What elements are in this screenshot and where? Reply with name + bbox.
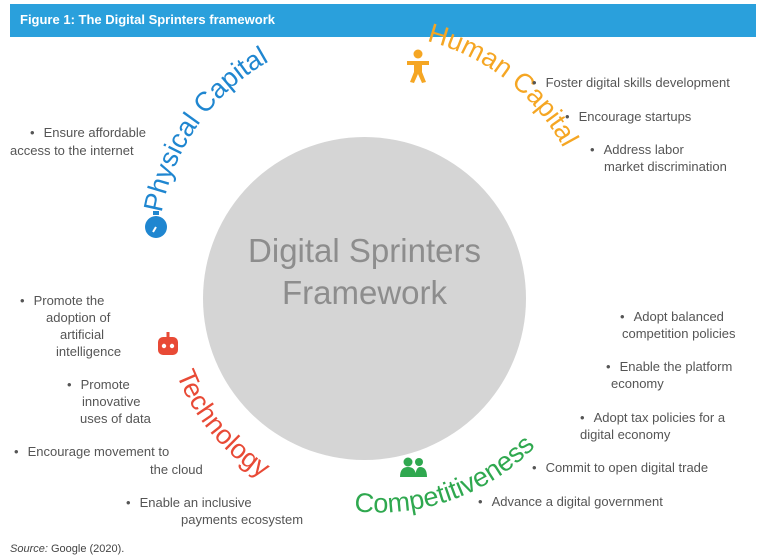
pillar-physical-label: Physical Capital bbox=[138, 40, 272, 214]
figure-header: Figure 1: The Digital Sprinters framewor… bbox=[10, 4, 756, 37]
tech-bullet-4: •Enable an inclusive bbox=[126, 495, 252, 510]
human-bullet-1: •Foster digital skills development bbox=[532, 75, 730, 90]
center-title-line2: Framework bbox=[281, 274, 448, 311]
tech-bullet-2: •Promote bbox=[67, 377, 130, 392]
comp-bullet-1: •Adopt balanced bbox=[620, 309, 724, 324]
source-note: Source: Google (2020). bbox=[10, 543, 124, 555]
physical-bullet-1: •Ensure affordable bbox=[30, 125, 146, 140]
source-text: Google (2020). bbox=[47, 543, 125, 555]
comp-bullet-4: •Commit to open digital trade bbox=[532, 460, 709, 475]
source-label: Source: bbox=[10, 543, 48, 555]
robot-icon bbox=[158, 332, 178, 355]
figure-title: Figure 1: The Digital Sprinters framewor… bbox=[20, 12, 275, 27]
tech-bullet-1: •Promote the bbox=[20, 293, 105, 308]
people-icon bbox=[400, 457, 427, 477]
comp-bullet-2-cont: economy bbox=[611, 376, 664, 391]
tech-bullet-1-cont-c: intelligence bbox=[56, 344, 122, 359]
human-bullet-2: •Encourage startups bbox=[565, 109, 692, 124]
center-title: Digital Sprinters Framework bbox=[203, 230, 526, 314]
comp-bullet-1-cont: competition policies bbox=[622, 326, 736, 341]
tech-bullet-2-cont-b: uses of data bbox=[80, 411, 151, 426]
comp-bullet-2: •Enable the platform bbox=[606, 359, 733, 374]
center-circle bbox=[203, 137, 526, 460]
tech-bullet-1-cont-a: adoption of bbox=[46, 310, 111, 325]
tech-bullet-4-cont: payments ecosystem bbox=[181, 512, 304, 527]
human-bullet-3: •Address labor bbox=[590, 142, 684, 157]
stopwatch-icon bbox=[145, 211, 167, 238]
comp-bullet-3: •Adopt tax policies for a bbox=[580, 410, 726, 425]
tech-bullet-2-cont-a: innovative bbox=[82, 394, 141, 409]
physical-bullet-1-cont: access to the internet bbox=[10, 143, 134, 158]
tech-bullet-3-cont: the cloud bbox=[150, 462, 203, 477]
person-icon bbox=[407, 49, 429, 83]
human-bullet-3-cont: market discrimination bbox=[604, 159, 727, 174]
comp-bullet-5: •Advance a digital government bbox=[478, 494, 663, 509]
comp-bullet-3-cont: digital economy bbox=[580, 427, 671, 442]
center-title-line1: Digital Sprinters bbox=[248, 232, 481, 269]
tech-bullet-1-cont-b: artificial bbox=[60, 327, 105, 342]
tech-bullet-3: •Encourage movement to bbox=[14, 444, 170, 459]
